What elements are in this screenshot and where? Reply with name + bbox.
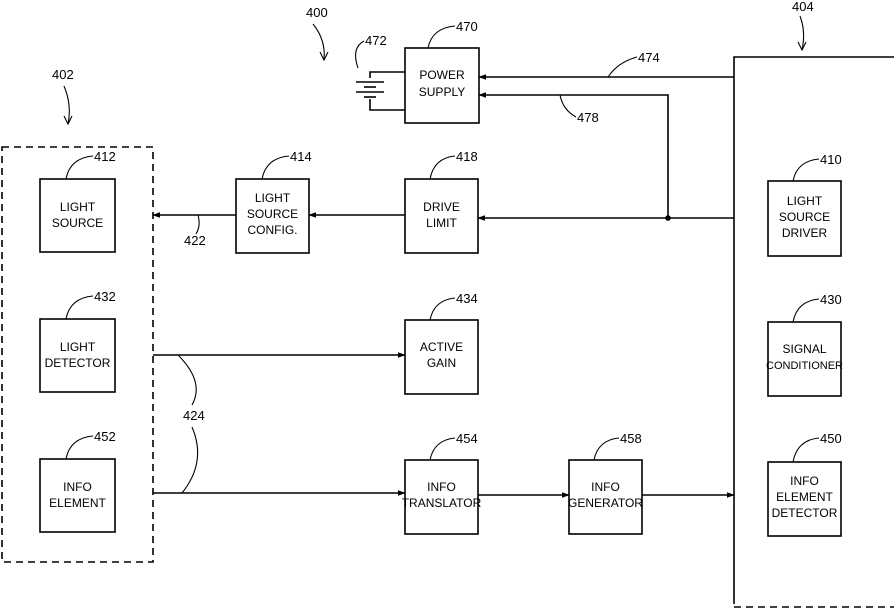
signal-conditioner-ref-leader — [793, 299, 819, 322]
figure-ref-leader — [313, 24, 324, 60]
battery-symbol — [356, 72, 405, 110]
info-element-detector-label-3: DETECTOR — [772, 506, 838, 520]
active-gain-ref-leader — [430, 298, 455, 320]
power-line-in — [479, 95, 668, 218]
power-supply-ref: 470 — [456, 19, 478, 34]
info-element-detector-label-1: INFO — [790, 474, 819, 488]
info-translator-label-1: INFO — [427, 480, 456, 494]
light-source-block: LIGHT SOURCE — [40, 179, 115, 252]
active-gain-ref: 434 — [456, 291, 478, 306]
signal-conditioner-label-2: CONDITIONER — [766, 360, 843, 372]
light-source-ref: 412 — [94, 149, 116, 164]
info-translator-label-2: TRANSLATOR — [402, 496, 482, 510]
power-supply-label-1: POWER — [419, 68, 465, 82]
drive-limit-label-1: DRIVE — [423, 200, 460, 214]
source-cable-leader — [196, 215, 199, 234]
monitor-ref-leader — [800, 16, 804, 50]
monitor-ref: 404 — [792, 0, 814, 14]
signal-conditioner-block: SIGNAL CONDITIONER — [766, 322, 843, 396]
info-element-label-2: ELEMENT — [49, 496, 106, 510]
info-translator-ref: 454 — [456, 431, 478, 446]
monitor-ref-arrowhead — [798, 42, 806, 50]
light-source-driver-label-1: LIGHT — [787, 194, 823, 208]
light-source-config-block: LIGHT SOURCE CONFIG. — [236, 179, 309, 253]
light-source-driver-label-2: SOURCE — [779, 210, 830, 224]
info-element-ref-leader — [66, 436, 93, 459]
info-generator-label-2: GENERATOR — [568, 496, 643, 510]
figure-ref: 400 — [306, 5, 328, 20]
battery-ref-leader — [356, 41, 364, 68]
info-generator-block: INFO GENERATOR — [568, 460, 643, 534]
info-generator-ref: 458 — [620, 431, 642, 446]
source-cable-ref: 422 — [184, 233, 206, 248]
light-source-driver-ref-leader — [793, 159, 819, 181]
light-source-config-label-2: SOURCE — [247, 207, 298, 221]
info-element-block: INFO ELEMENT — [40, 459, 115, 532]
junction-dot — [665, 215, 671, 221]
sensor-ref-arrowhead — [64, 116, 72, 124]
drive-limit-block: DRIVE LIMIT — [405, 179, 478, 253]
light-source-driver-ref: 410 — [820, 152, 842, 167]
info-translator-block: INFO TRANSLATOR — [402, 460, 482, 534]
info-element-detector-block: INFO ELEMENT DETECTOR — [768, 462, 841, 536]
detector-cables-ref: 424 — [183, 408, 205, 423]
light-source-ref-leader — [66, 156, 93, 179]
power-line-in-ref: 478 — [577, 110, 599, 125]
light-source-config-ref-leader — [262, 156, 289, 179]
drive-limit-ref: 418 — [456, 149, 478, 164]
info-element-label-1: INFO — [63, 480, 92, 494]
active-gain-label-1: ACTIVE — [420, 340, 463, 354]
power-line-in-leader — [560, 95, 576, 117]
power-supply-label-2: SUPPLY — [419, 85, 465, 99]
light-source-config-label-3: CONFIG. — [248, 223, 298, 237]
light-detector-ref: 432 — [94, 289, 116, 304]
light-source-driver-label-3: DRIVER — [782, 226, 828, 240]
light-detector-label-1: LIGHT — [60, 340, 96, 354]
light-detector-ref-leader — [66, 296, 93, 319]
light-source-config-label-1: LIGHT — [255, 191, 291, 205]
info-generator-ref-leader — [594, 438, 619, 460]
info-element-detector-label-2: ELEMENT — [776, 490, 833, 504]
light-detector-block: LIGHT DETECTOR — [40, 319, 115, 392]
active-gain-block: ACTIVE GAIN — [405, 320, 478, 394]
sensor-ref: 402 — [52, 67, 74, 82]
power-supply-ref-leader — [428, 26, 455, 48]
power-line-out-ref: 474 — [638, 50, 660, 65]
info-translator-ref-leader — [430, 438, 455, 460]
signal-conditioner-ref: 430 — [820, 292, 842, 307]
info-element-detector-ref: 450 — [820, 431, 842, 446]
power-supply-block: POWER SUPPLY — [405, 48, 479, 123]
light-detector-label-2: DETECTOR — [45, 356, 111, 370]
detector-cables-leader-lower — [182, 427, 198, 493]
active-gain-label-2: GAIN — [427, 356, 456, 370]
light-source-config-ref: 414 — [290, 149, 312, 164]
info-generator-label-1: INFO — [591, 480, 620, 494]
battery-ref: 472 — [365, 33, 387, 48]
drive-limit-label-2: LIMIT — [426, 216, 457, 230]
light-source-label-1: LIGHT — [60, 200, 96, 214]
light-source-driver-block: LIGHT SOURCE DRIVER — [768, 181, 841, 256]
info-element-ref: 452 — [94, 429, 116, 444]
light-source-label-2: SOURCE — [52, 216, 103, 230]
info-element-detector-ref-leader — [793, 438, 819, 462]
drive-limit-ref-leader — [430, 156, 455, 179]
detector-cables-leader-upper — [178, 355, 196, 405]
power-line-out-leader — [608, 57, 637, 77]
signal-conditioner-label-1: SIGNAL — [782, 342, 826, 356]
